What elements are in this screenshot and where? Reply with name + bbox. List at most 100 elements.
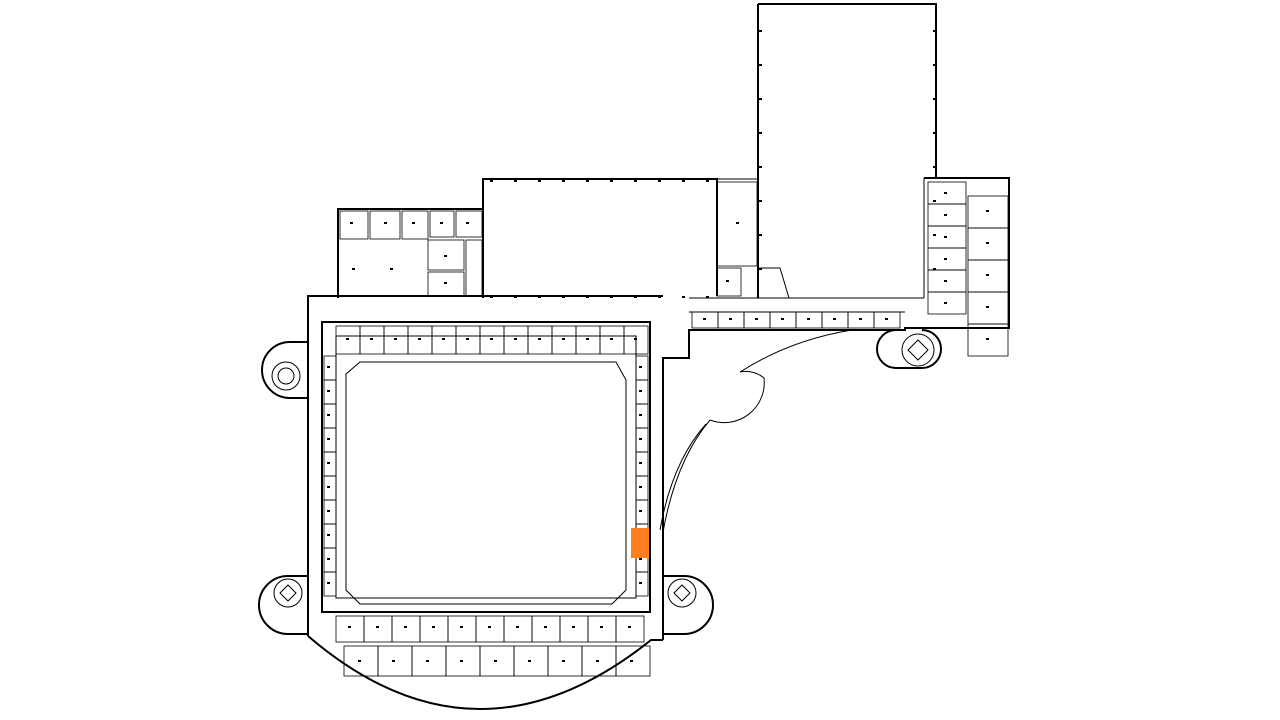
stair-tower-southeast [663, 575, 714, 635]
room-label-mark [418, 338, 421, 340]
room-label-mark [327, 486, 330, 488]
room [615, 645, 651, 677]
room-label-mark [376, 626, 379, 628]
room-label-mark [466, 338, 469, 340]
room-label-mark [933, 234, 936, 236]
room-label-mark [327, 390, 330, 392]
room-label-mark [628, 626, 631, 628]
room-label-mark [807, 318, 810, 320]
room-label-mark [544, 626, 547, 628]
room [559, 615, 589, 643]
room-label-mark [706, 296, 709, 298]
north-hall-outline [757, 3, 937, 298]
room-label-mark [759, 200, 762, 202]
room [465, 239, 483, 297]
room [339, 210, 369, 240]
courtyard-wall [321, 321, 651, 613]
room-label-mark [327, 366, 330, 368]
room [716, 267, 742, 297]
room-label-mark [562, 660, 565, 662]
room-label-mark [350, 222, 353, 224]
room [716, 181, 758, 267]
room [967, 323, 1009, 357]
room-label-mark [639, 558, 642, 560]
room [927, 291, 967, 315]
room-label-mark [639, 582, 642, 584]
room-label-mark [412, 222, 415, 224]
room-label-mark [327, 510, 330, 512]
room-label-mark [986, 306, 989, 308]
room-label-mark [390, 268, 393, 270]
room-label-mark [610, 296, 613, 298]
room [503, 615, 533, 643]
courtyard-open-space [345, 361, 627, 605]
room-label-mark [639, 390, 642, 392]
room-label-mark [562, 296, 565, 298]
room-label-mark [833, 318, 836, 320]
room-label-mark [759, 30, 762, 32]
room-label-mark [442, 338, 445, 340]
room-label-mark [944, 302, 947, 304]
stair-towers [258, 329, 942, 635]
room-label-mark [358, 660, 361, 662]
room [391, 615, 421, 643]
room-label-mark [639, 486, 642, 488]
room-label-mark [444, 255, 447, 257]
room-label-mark [327, 558, 330, 560]
room-label-mark [327, 438, 330, 440]
room-label-mark [986, 338, 989, 340]
room-label-mark [490, 338, 493, 340]
room-label-mark [586, 180, 589, 182]
room [335, 615, 365, 643]
room-label-mark [759, 132, 762, 134]
room-label-mark [432, 626, 435, 628]
room [873, 311, 901, 329]
room-label-mark [562, 180, 565, 182]
room [323, 571, 337, 597]
room-label-mark [755, 318, 758, 320]
room-label-mark [444, 282, 447, 284]
room-label-mark [392, 660, 395, 662]
room-label-mark [426, 660, 429, 662]
room-label-mark [514, 296, 517, 298]
room-label-mark [490, 180, 493, 182]
room-label-mark [327, 582, 330, 584]
room-label-mark [933, 98, 936, 100]
room-label-mark [639, 366, 642, 368]
room-label-mark [327, 462, 330, 464]
room-label-mark [859, 318, 862, 320]
room-label-mark [885, 318, 888, 320]
plaza-outer-curve [739, 329, 853, 373]
room-label-mark [944, 258, 947, 260]
room-label-mark [600, 626, 603, 628]
room [587, 615, 617, 643]
room [475, 615, 505, 643]
ramp [758, 267, 790, 299]
room-label-mark [352, 268, 355, 270]
room-label-mark [586, 338, 589, 340]
room-label-mark [729, 318, 732, 320]
room-label-mark [682, 180, 685, 182]
highlighted-room[interactable] [631, 528, 649, 558]
room-label-mark [944, 236, 947, 238]
room-label-mark [639, 462, 642, 464]
room-label-mark [384, 222, 387, 224]
room [615, 615, 645, 643]
room-label-mark [703, 318, 706, 320]
room [427, 239, 465, 271]
entrance-plaza [659, 267, 853, 533]
room-label-mark [562, 338, 565, 340]
room-label-mark [933, 64, 936, 66]
main-block-outline [307, 295, 664, 640]
room-label-mark [460, 660, 463, 662]
stair-tower-east [876, 329, 942, 369]
room-label-mark [488, 626, 491, 628]
room-label-mark [610, 180, 613, 182]
room-label-mark [494, 660, 497, 662]
room-label-mark [630, 660, 633, 662]
room-label-mark [460, 626, 463, 628]
courtyard [321, 321, 651, 613]
room [635, 571, 649, 597]
